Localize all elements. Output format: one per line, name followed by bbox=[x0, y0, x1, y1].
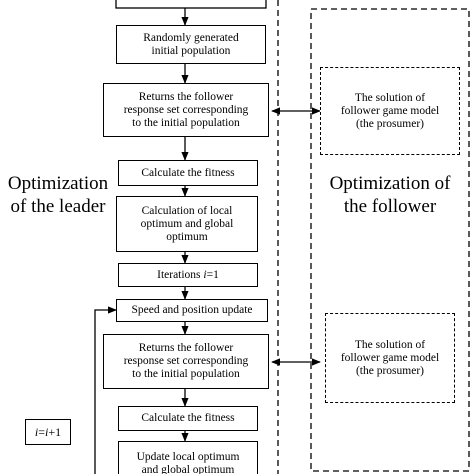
iterations-var: i bbox=[203, 268, 207, 281]
iterations-prefix: Iterations bbox=[157, 268, 204, 281]
update-optimum-box: Update local optimum and global optimum bbox=[118, 441, 258, 474]
leader-region-label: Optimization of the leader bbox=[7, 173, 109, 217]
increment-box: i=i+1 bbox=[25, 419, 71, 445]
random-population-box: Randomly generated initial population bbox=[116, 25, 266, 64]
increment-rhs: i bbox=[45, 424, 49, 439]
increment-tail: +1 bbox=[48, 424, 62, 439]
feedback-loop-line bbox=[94, 306, 117, 474]
returns-response-box-2: Returns the follower response set corres… bbox=[103, 334, 269, 389]
follower-region-label: Optimization of the follower bbox=[329, 173, 451, 217]
iterations-box: Iterations i=1 bbox=[118, 263, 258, 287]
follower-solution-box-2: The solution of follower game model (the… bbox=[325, 313, 455, 403]
calc-fitness-box-2: Calculate the fitness bbox=[118, 406, 258, 431]
calc-optimum-box: Calculation of local optimum and global … bbox=[116, 196, 258, 252]
increment-lhs: i bbox=[34, 424, 39, 439]
increment-eq: = bbox=[38, 424, 45, 439]
iterations-suffix: =1 bbox=[206, 268, 219, 281]
follower-solution-box-1: The solution of follower game model (the… bbox=[320, 67, 460, 155]
returns-response-box-1: Returns the follower response set corres… bbox=[103, 83, 269, 137]
calc-fitness-box-1: Calculate the fitness bbox=[118, 160, 258, 186]
speed-update-box: Speed and position update bbox=[116, 299, 268, 322]
top-partial-box bbox=[115, 0, 267, 9]
